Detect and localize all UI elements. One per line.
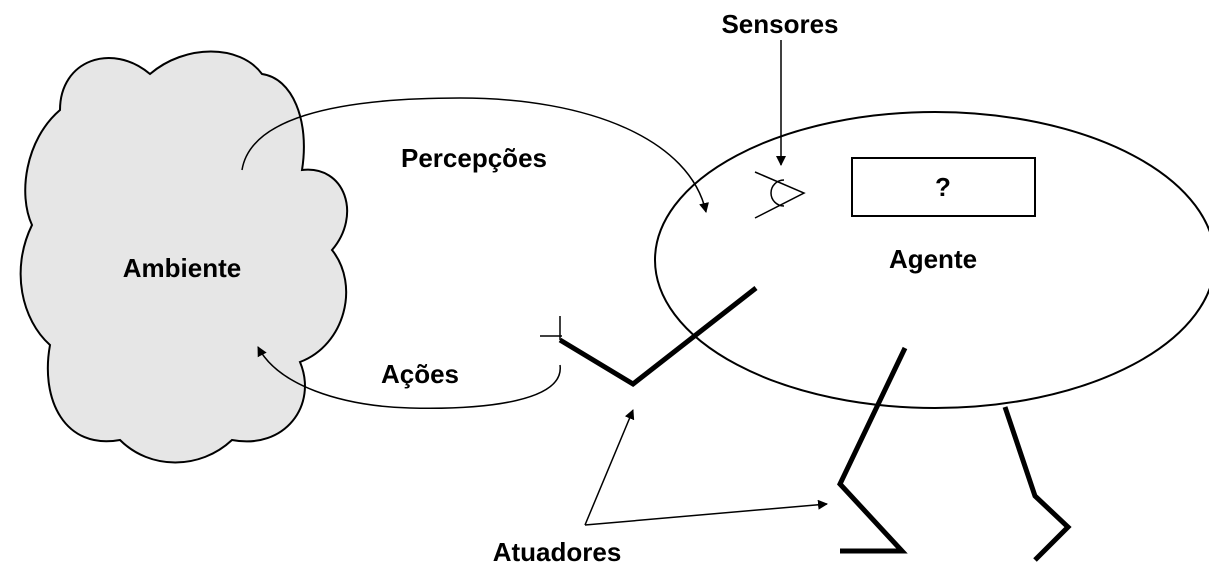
unknown-box <box>851 157 1036 217</box>
perceptions-label: Percepções <box>401 143 547 173</box>
actuators-pointer-leg <box>584 499 828 526</box>
actions-label: Ações <box>381 359 459 389</box>
eye-icon <box>754 171 806 219</box>
left-leg-actuator <box>837 346 908 554</box>
actions-arrow <box>257 346 561 409</box>
arm-actuator <box>540 286 758 388</box>
sensors-label: Sensores <box>721 9 838 39</box>
unknown-label: ? <box>935 172 951 202</box>
environment-cloud <box>19 50 349 464</box>
environment-label: Ambiente <box>123 253 241 283</box>
actuators-pointer-arm <box>584 409 635 526</box>
right-leg-actuator <box>1002 406 1072 562</box>
agent-ellipse <box>654 111 1209 409</box>
agent-label: Agente <box>889 244 977 274</box>
actuators-label: Atuadores <box>493 537 622 564</box>
perceptions-arrow <box>241 97 709 213</box>
